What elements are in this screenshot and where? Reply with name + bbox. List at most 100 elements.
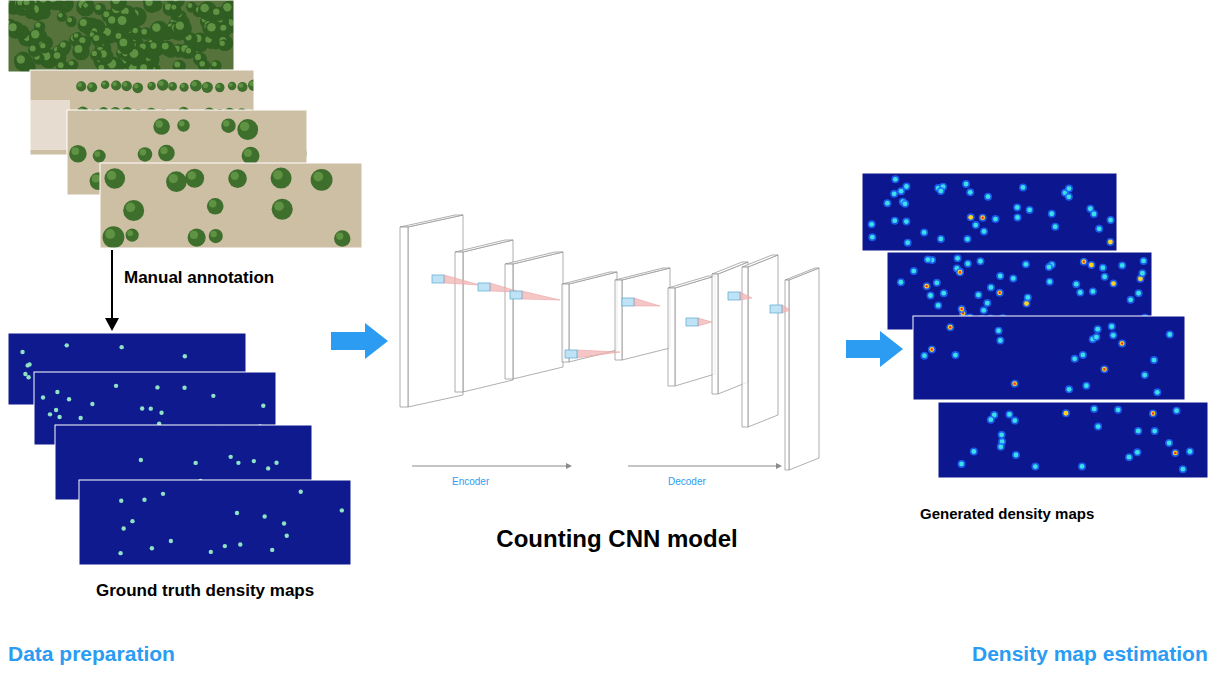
kernel-block <box>770 305 782 313</box>
density-dot <box>169 539 173 543</box>
tree-highlight <box>60 42 66 48</box>
tree <box>90 49 102 61</box>
tree <box>143 0 159 13</box>
tree <box>126 229 139 242</box>
kernel-cone <box>782 305 790 313</box>
tree-highlight <box>186 48 191 53</box>
density-blob <box>998 431 1006 439</box>
density-core <box>976 293 981 298</box>
density-core <box>1135 450 1140 455</box>
density-blob <box>1092 333 1100 341</box>
density-dot <box>140 406 144 410</box>
density-blob <box>1012 451 1020 459</box>
conv-kernel <box>478 283 520 292</box>
density-core <box>1067 186 1072 191</box>
density-blob <box>1011 417 1019 425</box>
tree <box>39 41 51 53</box>
density-dot <box>20 350 24 354</box>
cnn-layer <box>742 255 778 427</box>
tree-highlight <box>145 0 152 6</box>
density-core <box>1047 265 1052 270</box>
density-core <box>1100 265 1105 270</box>
flow-arrow <box>846 331 903 367</box>
layer-side <box>675 276 715 386</box>
density-blob <box>1072 280 1080 288</box>
density-blob <box>1141 371 1149 379</box>
density-peak <box>998 292 1000 294</box>
conv-kernel <box>622 298 660 306</box>
tree <box>209 229 223 243</box>
density-blob <box>966 188 974 196</box>
tree <box>179 43 195 59</box>
tree-highlight <box>169 83 173 87</box>
density-blob <box>902 218 910 226</box>
tree-highlight <box>336 232 343 239</box>
density-blob <box>970 448 978 456</box>
tree-highlight <box>107 171 116 180</box>
density-blob <box>1134 427 1142 435</box>
density-dot <box>209 550 213 554</box>
tree <box>67 59 78 70</box>
tree <box>8 21 24 39</box>
tree-highlight <box>220 25 226 31</box>
section-heading: Data preparation <box>8 641 175 666</box>
kernel-cone <box>577 350 620 358</box>
density-blob <box>1051 223 1059 231</box>
density-blob <box>1062 409 1070 417</box>
density-dot <box>67 397 71 401</box>
density-core <box>911 269 916 274</box>
density-dot <box>261 404 265 408</box>
density-blob <box>958 305 966 313</box>
density-blob <box>1080 258 1088 266</box>
node-title: Ground truth density maps <box>96 581 314 601</box>
tree-highlight <box>24 0 30 5</box>
density-core <box>938 236 943 241</box>
density-core <box>965 261 970 266</box>
tree-highlight <box>150 43 156 49</box>
map-ground <box>913 316 1185 400</box>
density-core <box>1074 282 1079 287</box>
tree-highlight <box>240 122 249 131</box>
density-blob <box>1118 261 1126 269</box>
density-core <box>938 189 943 194</box>
density-blob <box>964 260 972 268</box>
density-peak <box>925 285 927 287</box>
tree-highlight <box>102 82 106 86</box>
density-core <box>981 308 986 313</box>
density-core <box>996 328 1001 333</box>
density-core <box>1111 281 1116 286</box>
tree-highlight <box>58 62 64 68</box>
density-blob <box>1046 278 1054 286</box>
tree <box>228 82 236 90</box>
tree <box>177 119 189 131</box>
density-blob <box>1153 388 1161 396</box>
density-dot <box>142 498 146 502</box>
density-core <box>993 217 998 222</box>
density-dot <box>57 415 61 419</box>
density-blob <box>974 291 982 299</box>
node-title: Counting CNN model <box>496 525 737 554</box>
density-core <box>1116 407 1121 412</box>
density-blob <box>1087 261 1095 269</box>
tree-highlight <box>179 121 185 127</box>
density-dot <box>139 458 143 462</box>
density-core <box>1081 353 1086 358</box>
tree-highlight <box>169 174 178 183</box>
density-blob <box>956 268 964 276</box>
density-core <box>978 259 983 264</box>
tree <box>160 41 175 56</box>
density-blob <box>924 256 932 264</box>
density-blob <box>962 180 970 188</box>
density-blob <box>1019 183 1027 191</box>
density-blob <box>868 233 876 241</box>
density-blob <box>1101 273 1109 281</box>
tree <box>218 39 230 51</box>
density-dot <box>223 544 227 548</box>
density-dot <box>236 461 240 465</box>
density-blob <box>963 235 971 243</box>
tree-highlight <box>188 3 193 8</box>
tree-highlight <box>58 13 63 18</box>
density-dot <box>90 402 94 406</box>
density-dot <box>55 390 59 394</box>
